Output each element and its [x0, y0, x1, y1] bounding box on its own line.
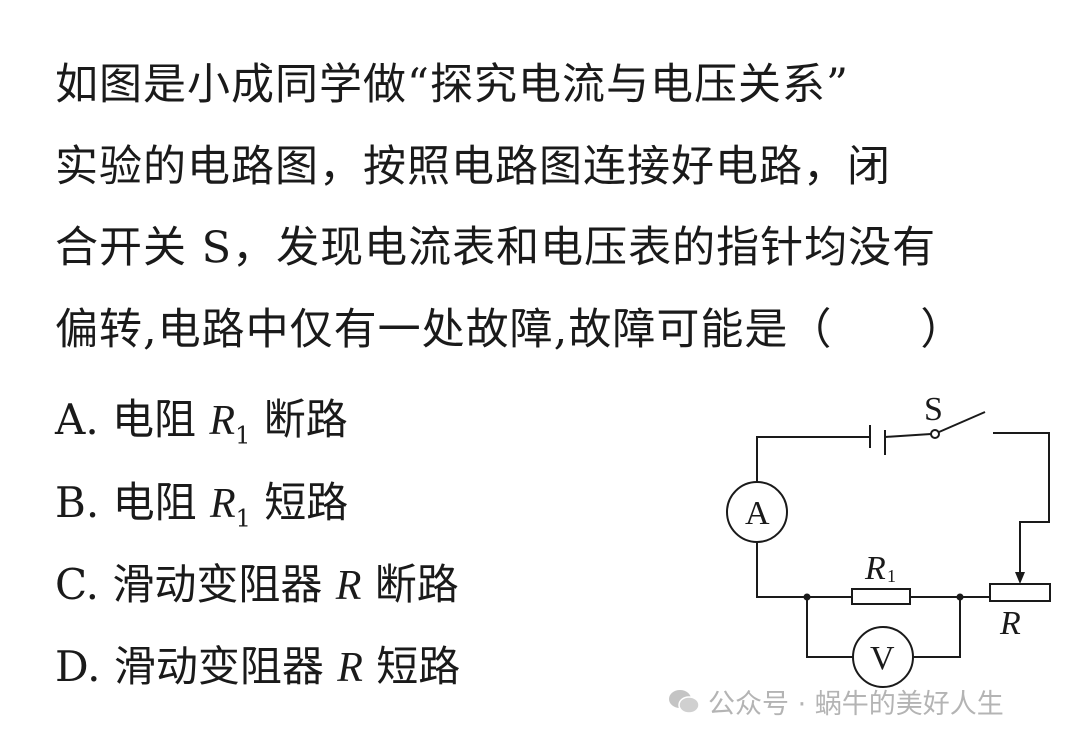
- junction-dot: [803, 593, 811, 601]
- option-text: 断路: [263, 395, 348, 444]
- option-sub: 1: [235, 504, 251, 533]
- rheostat-icon: [989, 583, 1051, 602]
- watermark: 公众号 · 蜗牛的美好人生: [668, 682, 1004, 721]
- rheostat-label: R: [999, 605, 1021, 642]
- option-text: 断路: [374, 560, 459, 609]
- option-letter: B.: [55, 478, 100, 527]
- watermark-text: 公众号 · 蜗牛的美好人生: [708, 689, 1004, 720]
- switch-label: S: [924, 391, 943, 428]
- option-text: 电阻: [112, 395, 197, 444]
- option-text: 短路: [376, 642, 461, 691]
- option-text: 电阻: [112, 478, 197, 527]
- question-line-2: 实验的电路图，按照电路图连接好电路，闭: [55, 142, 891, 192]
- option-text: 滑动变阻器: [112, 560, 323, 609]
- switch-icon: [930, 411, 986, 439]
- option-letter: A.: [55, 395, 99, 444]
- option-var: R: [335, 563, 362, 609]
- option-text: 短路: [264, 478, 349, 527]
- option-a[interactable]: A. 电阻 R1 断路: [55, 390, 348, 465]
- wechat-icon: [669, 689, 700, 714]
- option-letter: C.: [55, 560, 99, 609]
- question-line-4: 偏转,电路中仅有一处故障,故障可能是（ ）: [55, 305, 965, 355]
- battery-icon: [869, 425, 886, 455]
- question-line-1: 如图是小成同学做“探究电流与电压关系”: [55, 60, 849, 110]
- option-d[interactable]: D. 滑动变阻器 R 短路: [55, 637, 460, 698]
- resistor-label: R: [864, 550, 886, 587]
- option-letter: D.: [55, 642, 101, 691]
- question-line-3: 合开关 S，发现电流表和电压表的指针均没有: [55, 223, 937, 273]
- resistor-subscript: 1: [887, 566, 896, 586]
- option-var: R: [337, 645, 363, 691]
- slider-arrow-icon: [1015, 572, 1025, 584]
- option-b[interactable]: B. 电阻 R1 短路: [55, 473, 348, 548]
- option-var: R: [209, 481, 236, 527]
- junction-dot: [956, 593, 964, 601]
- ammeter-icon: [726, 481, 788, 543]
- option-var: R: [209, 398, 236, 444]
- resistor-r1-icon: [851, 588, 911, 605]
- option-sub: 1: [235, 421, 251, 450]
- option-text: 滑动变阻器: [113, 642, 324, 691]
- wires: [756, 432, 1050, 658]
- ammeter-label: A: [745, 495, 770, 532]
- voltmeter-icon: [852, 626, 914, 688]
- option-c[interactable]: C. 滑动变阻器 R 断路: [55, 555, 459, 616]
- voltmeter-label: V: [870, 640, 895, 677]
